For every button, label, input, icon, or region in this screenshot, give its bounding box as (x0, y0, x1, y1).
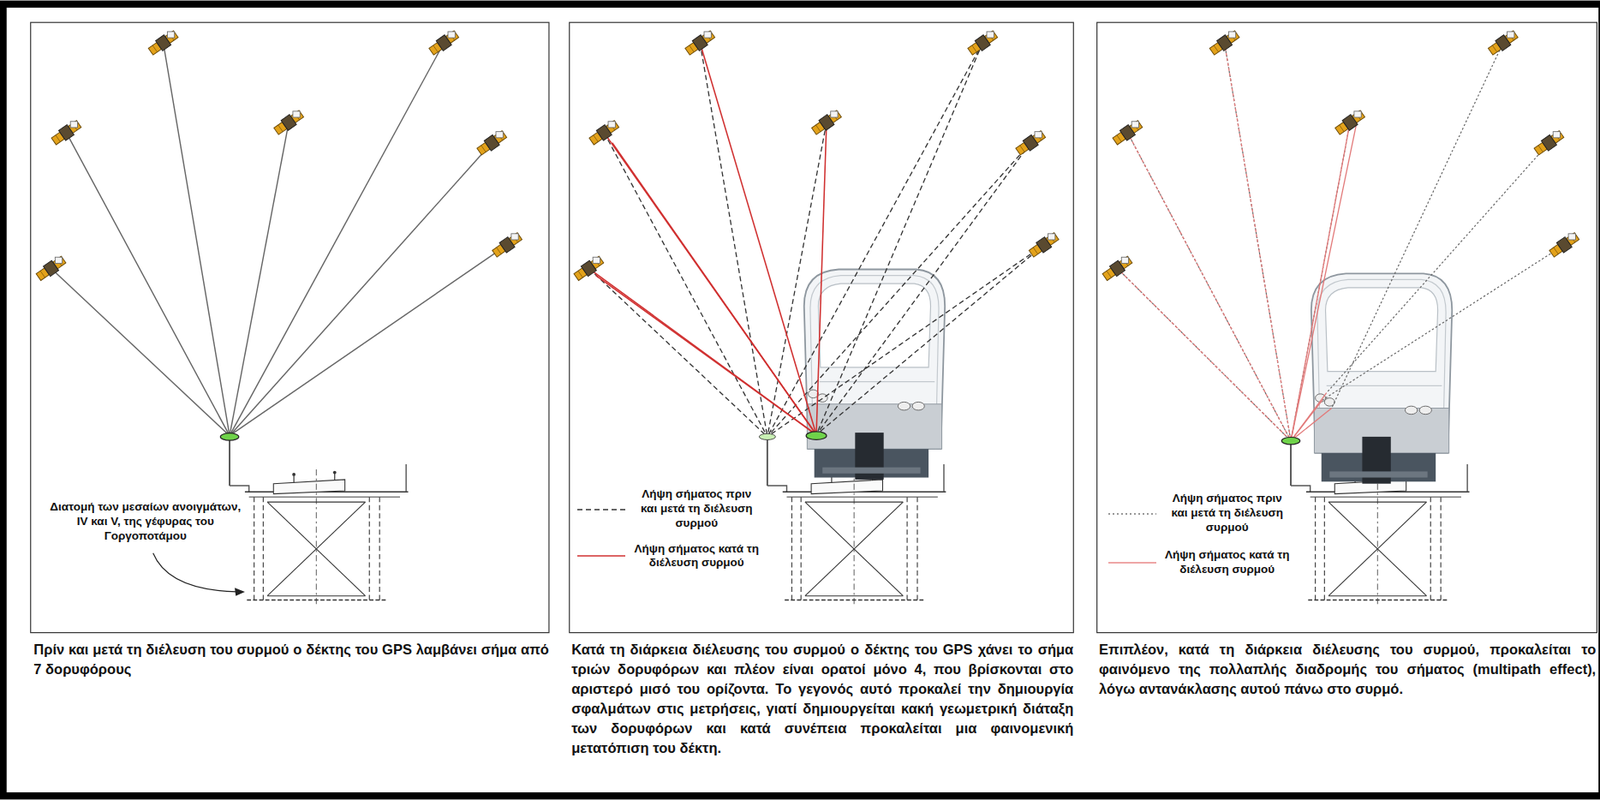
legend-text: Λήψη σήματος κατά τη διέλευση συρμού (632, 542, 761, 572)
panel-caption: Κατά τη διάρκεια διέλευσης του συρμού ο … (571, 639, 1074, 759)
legend-line-sample (1108, 558, 1159, 568)
legend-item: Λήψη σήματος πριν και μετά τη διέλευση σ… (577, 487, 761, 532)
legend-item: Λήψη σήματος κατά τη διέλευση συρμού (1108, 548, 1292, 578)
legend-item: Λήψη σήματος πριν και μετά τη διέλευση σ… (1108, 491, 1292, 536)
legend-line-sample (1108, 509, 1159, 519)
legend-line-sample (577, 551, 627, 561)
section-label: Διατομή των μεσαίων ανοιγμάτων, IV και V… (46, 500, 245, 544)
panel-caption: Πρίν και μετά τη διέλευση του συρμού ο δ… (33, 639, 550, 680)
legend-item: Λήψη σήματος κατά τη διέλευση συρμού (577, 542, 761, 572)
legend-text: Λήψη σήματος πριν και μετά τη διέλευση σ… (632, 487, 761, 532)
legend-text: Λήψη σήματος πριν και μετά τη διέλευση σ… (1163, 491, 1292, 536)
legend-text: Λήψη σήματος κατά τη διέλευση συρμού (1163, 548, 1292, 578)
legend-line-sample (577, 505, 627, 514)
panel-caption: Επιπλέον, κατά τη διάρκεια διέλευσης του… (1098, 639, 1596, 699)
